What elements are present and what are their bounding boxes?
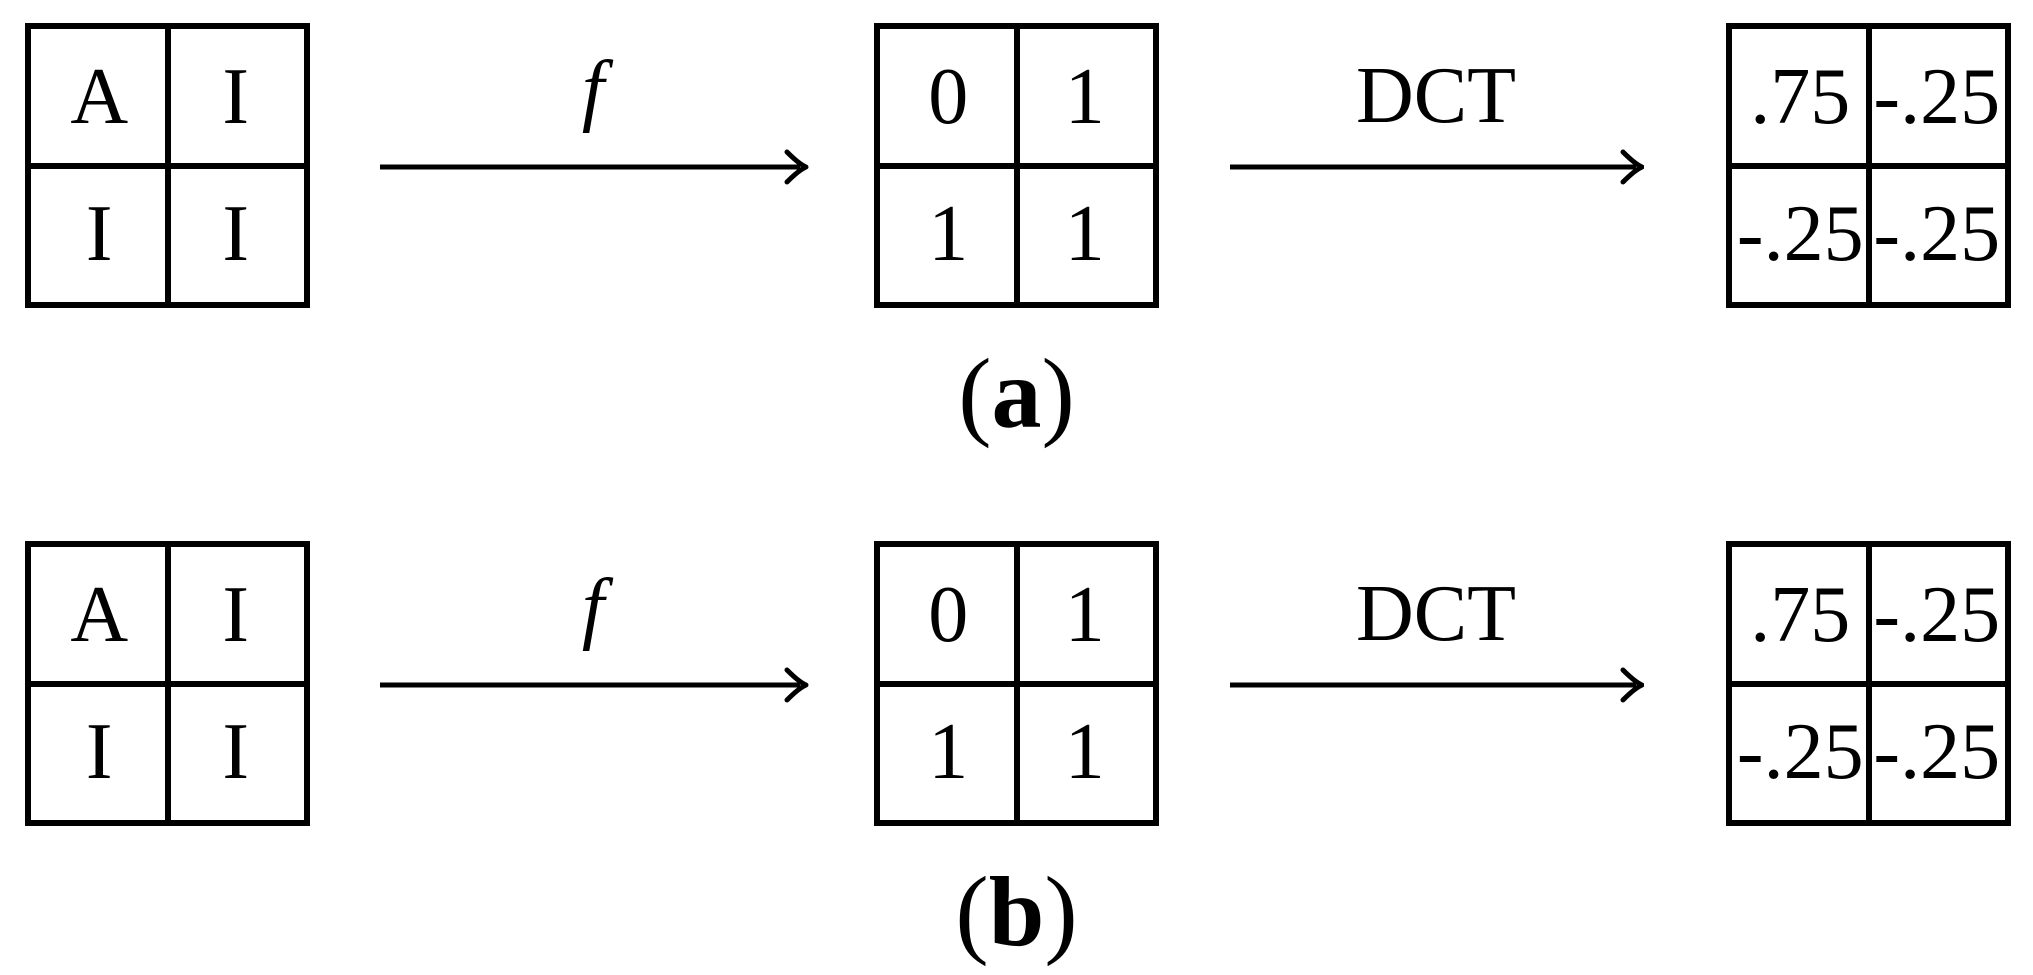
map-function-label: f: [581, 46, 605, 134]
coefficient-matrix: .75 -.25 -.25 -.25: [1726, 541, 2011, 826]
matrix-cell: I: [85, 189, 113, 278]
matrix-cell: .75: [1750, 53, 1851, 142]
matrix-cell: I: [222, 571, 250, 660]
caption-paren-open: (: [955, 856, 989, 967]
matrix-cell: -.25: [1873, 571, 2001, 660]
matrix-cell: -.25: [1873, 707, 2001, 796]
caption-paren-close: ): [1044, 856, 1078, 967]
transform-label: DCT: [1356, 570, 1516, 658]
matrix-cell: -.25: [1873, 189, 2001, 278]
indicator-matrix: 0 1 1 1: [874, 541, 1159, 826]
matrix-cell: -.25: [1736, 189, 1864, 278]
matrix-cell: 1: [1064, 707, 1105, 796]
matrix-cell: 1: [928, 189, 969, 278]
matrix-cell: 1: [928, 707, 969, 796]
matrix-cell: I: [222, 53, 250, 142]
diagram-row-b: A I I I f 0 1 1 1 DCT .75 -.25 -: [0, 518, 2033, 975]
coefficient-matrix: .75 -.25 -.25 -.25: [1726, 23, 2011, 308]
source-matrix: A I I I: [25, 541, 310, 826]
source-matrix: A I I I: [25, 23, 310, 308]
transform-label: DCT: [1356, 52, 1516, 140]
matrix-cell: 1: [1064, 571, 1105, 660]
matrix-cell: I: [222, 189, 250, 278]
right-arrow-icon: [1230, 149, 1644, 185]
matrix-divider-horizontal: [1732, 162, 2005, 169]
map-function-label: f: [581, 564, 605, 652]
matrix-cell: I: [222, 707, 250, 796]
matrix-divider-horizontal: [31, 162, 304, 169]
matrix-cell: -.25: [1736, 707, 1864, 796]
matrix-cell: 1: [1064, 189, 1105, 278]
matrix-cell: A: [70, 53, 129, 142]
indicator-matrix: 0 1 1 1: [874, 23, 1159, 308]
matrix-cell: .75: [1750, 571, 1851, 660]
caption-letter: a: [991, 338, 1042, 449]
caption-paren-close: ): [1041, 338, 1075, 449]
matrix-cell: I: [85, 707, 113, 796]
row-caption: (a): [0, 344, 2033, 444]
caption-letter: b: [988, 856, 1045, 967]
matrix-cell: 0: [928, 571, 969, 660]
caption-paren-open: (: [958, 338, 992, 449]
matrix-divider-horizontal: [1732, 680, 2005, 687]
right-arrow-icon: [380, 149, 809, 185]
row-caption: (b): [0, 862, 2033, 962]
matrix-cell: 0: [928, 53, 969, 142]
right-arrow-icon: [380, 667, 809, 703]
matrix-divider-horizontal: [31, 680, 304, 687]
right-arrow-icon: [1230, 667, 1644, 703]
diagram-row-a: A I I I f 0 1 1 1 DCT .75 -.25 -: [0, 0, 2033, 460]
matrix-cell: A: [70, 571, 129, 660]
matrix-divider-horizontal: [880, 162, 1153, 169]
matrix-cell: -.25: [1873, 53, 2001, 142]
matrix-cell: 1: [1064, 53, 1105, 142]
matrix-divider-horizontal: [880, 680, 1153, 687]
